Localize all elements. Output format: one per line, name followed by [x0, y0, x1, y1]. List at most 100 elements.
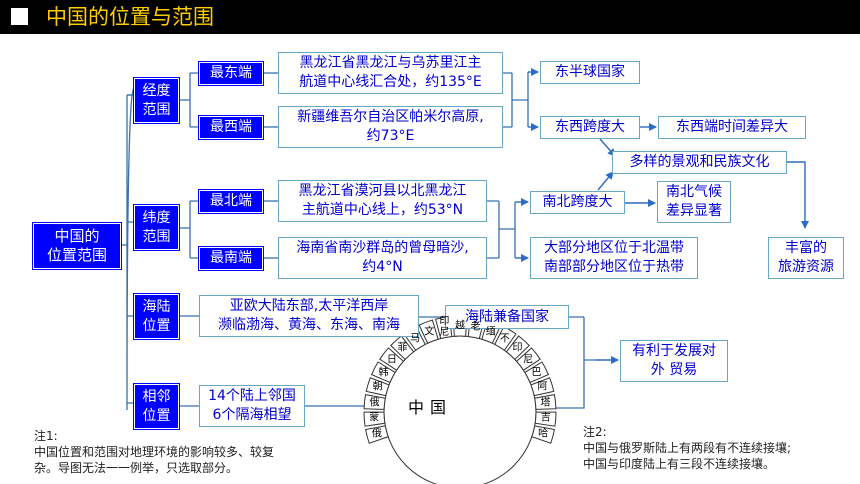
note-2-heading: 注2: — [583, 425, 607, 439]
neighbor-country-label: 印尼 — [439, 316, 450, 339]
result-climate: 南北气候 差异显著 — [657, 181, 731, 223]
page-title: 中国的位置与范围 — [46, 5, 214, 29]
neighbor-country-label: 俄 — [371, 428, 382, 440]
category-latitude: 纬度 范围 — [133, 204, 180, 251]
category-sealand-line-1: 海陆 — [142, 298, 171, 315]
neighbor-country-label: 尼 — [523, 354, 534, 365]
bullet-square-icon — [11, 8, 28, 25]
neighbor-cell — [363, 411, 386, 427]
extreme-west: 最西端 — [198, 115, 264, 140]
detail-neighbors-line-1: 14个陆上邻国 — [208, 388, 296, 404]
neighbor-country-label: 缅 — [485, 326, 496, 338]
neighbor-country-label: 马 — [410, 333, 421, 345]
result-zones: 大部分地区位于北温带 南部部分地区位于热带 — [530, 237, 698, 279]
detail-south: 海南省南沙群岛的曾母暗沙, 约4°N — [278, 237, 487, 279]
detail-south-line-1: 海南省南沙群岛的曾母暗沙, — [296, 240, 469, 256]
root-line-2: 位置范围 — [46, 246, 107, 264]
arrow-tourism — [787, 161, 809, 229]
detail-north-line-2: 主航道中心线上，约53°N — [301, 202, 464, 218]
result-tourism: 丰富的 旅游资源 — [768, 237, 844, 279]
connector-root — [121, 87, 135, 411]
detail-sealand-line-1: 亚欧大陆东部,太平洋西岸 — [229, 298, 389, 314]
category-neighbors: 相邻 位置 — [133, 383, 180, 430]
category-latitude-line-2: 范围 — [142, 228, 171, 245]
detail-neighbors-line-2: 6个隔海相望 — [212, 407, 292, 423]
note-1-heading: 注1: — [34, 429, 58, 443]
category-latitude-line-1: 纬度 — [142, 209, 171, 226]
note-1-line-2: 杂。导图无法一一例举，只选取部分。 — [34, 461, 239, 475]
neighbor-country-label: 蒙 — [369, 412, 380, 424]
connector-ns-merge — [487, 200, 516, 259]
china-label: 中国 — [408, 398, 453, 417]
neighbor-country-label: 越 — [455, 320, 465, 332]
extreme-east: 最东端 — [198, 61, 264, 86]
result-climate-line-2: 差异显著 — [666, 203, 722, 219]
result-zones-line-1: 大部分地区位于北温带 — [544, 240, 684, 256]
neighbor-ring — [383, 335, 537, 484]
title-bar: 中国的位置与范围 — [0, 0, 860, 34]
neighbor-country-label: 俄 — [369, 397, 380, 409]
neighbor-cell — [363, 394, 386, 410]
note-1: 注1: 中国位置和范围对地理环境的影响较多、较复 杂。导图无法一一例举，只选取部… — [34, 428, 274, 476]
extreme-south: 最南端 — [198, 246, 264, 271]
detail-sealand: 亚欧大陆东部,太平洋西岸 濒临渤海、黄海、东海、南海 — [199, 295, 419, 337]
extreme-north: 最北端 — [198, 189, 264, 214]
neighbor-cell — [505, 335, 530, 361]
detail-west: 新疆维吾尔自治区帕米尔高原, 约73°E — [278, 106, 503, 148]
neighbor-country-label: 朝 — [372, 381, 383, 393]
neighbor-country-label: 哈 — [538, 428, 549, 440]
note-2-line-1: 中国与俄罗斯陆上有两段有不连续接壤; — [583, 441, 792, 455]
result-climate-line-1: 南北气候 — [666, 184, 722, 200]
arrow-ns-culture — [597, 171, 614, 191]
result-ns-span: 南北跨度大 — [530, 191, 625, 214]
neighbor-country-label: 文 — [424, 326, 435, 338]
neighbor-cell — [365, 377, 390, 397]
detail-sealand-line-2: 濒临渤海、黄海、东海、南海 — [218, 317, 400, 333]
connector-trade — [548, 316, 596, 409]
root-line-1: 中国的 — [54, 227, 100, 245]
category-longitude-line-2: 范围 — [142, 101, 171, 118]
neighbor-cell — [531, 425, 555, 444]
neighbor-country-label: 阿 — [537, 381, 548, 393]
category-neighbors-line-2: 位置 — [142, 407, 171, 424]
result-eastern-hemisphere: 东半球国家 — [540, 61, 640, 84]
neighbor-country-label: 不 — [499, 333, 510, 345]
result-time-diff: 东西端时间差异大 — [658, 116, 806, 139]
note-2-line-2: 中国与印度陆上有三段不连续接壤。 — [583, 457, 776, 471]
neighbor-cell — [379, 347, 405, 371]
category-longitude: 经度 范围 — [133, 77, 180, 124]
neighbor-country-label: 巴 — [531, 367, 542, 379]
note-2: 注2: 中国与俄罗斯陆上有两段有不连续接壤; 中国与印度陆上有三段不连续接壤。 — [583, 424, 791, 472]
neighbor-country-label: 菲 — [397, 342, 408, 354]
detail-south-line-2: 约4°N — [362, 259, 403, 275]
neighbor-country-label: 老 — [470, 321, 481, 333]
detail-north: 黑龙江省漠河县以北黑龙江 主航道中心线上，约53°N — [278, 180, 487, 222]
result-trade: 有利于发展对 外 贸易 — [620, 340, 728, 382]
neighbor-country-label: 韩 — [378, 367, 389, 379]
neighbor-cell — [515, 347, 541, 371]
category-longitude-line-1: 经度 — [142, 82, 171, 99]
category-sealand: 海陆 位置 — [133, 293, 180, 340]
result-ew-span: 东西跨度大 — [540, 116, 640, 139]
category-neighbors-line-1: 相邻 — [142, 388, 171, 405]
detail-north-line-1: 黑龙江省漠河县以北黑龙江 — [298, 183, 467, 199]
neighbor-country-label: 印 — [512, 342, 523, 354]
neighbor-country-label: 日 — [386, 354, 397, 365]
detail-east: 黑龙江省黑龙江与乌苏里江主 航道中心线汇合处，约135°E — [278, 52, 503, 94]
neighbor-cell — [524, 361, 550, 384]
neighbor-cell — [534, 411, 557, 427]
detail-west-line-1: 新疆维吾尔自治区帕米尔高原, — [297, 109, 484, 125]
note-1-line-1: 中国位置和范围对地理环境的影响较多、较复 — [34, 445, 275, 459]
connector-root-branches — [127, 94, 134, 404]
result-tourism-line-1: 丰富的 — [785, 240, 827, 256]
result-culture: 多样的景观和民族文化 — [612, 151, 787, 174]
result-land-sea: 海陆兼备国家 — [445, 305, 569, 329]
detail-neighbors: 14个陆上邻国 6个隔海相望 — [199, 385, 305, 427]
connector-latitude — [179, 200, 199, 259]
neighbor-cell — [365, 425, 389, 444]
neighbor-country-label: 吉 — [540, 412, 551, 424]
root-node: 中国的 位置范围 — [32, 222, 122, 270]
connector-longitude — [179, 72, 199, 128]
result-trade-line-2: 外 贸易 — [650, 362, 698, 378]
